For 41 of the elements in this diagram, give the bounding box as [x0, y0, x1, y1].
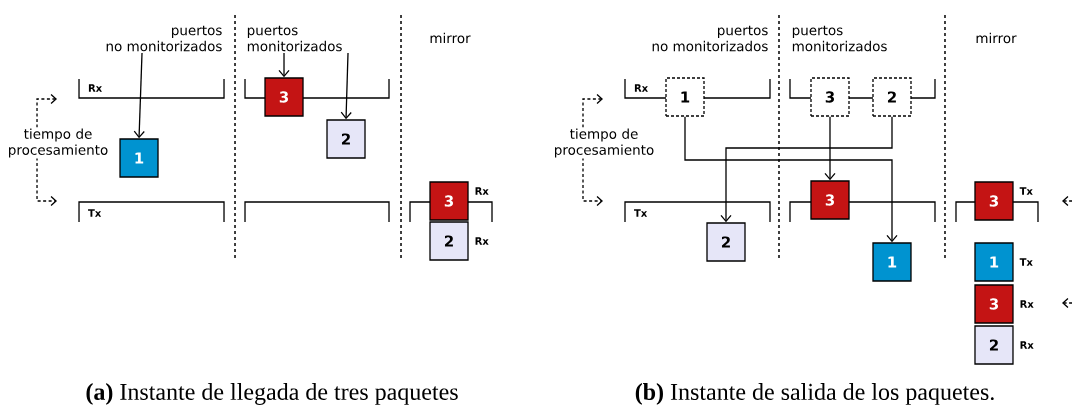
port-label: Tx: [1019, 258, 1033, 266]
caption: (a) Instante de llegada de tres paquetes: [86, 383, 458, 405]
packet-box: 3: [810, 180, 850, 220]
packet-box: 3: [429, 181, 469, 221]
packet-box: 2: [974, 325, 1014, 365]
section-label: puertos monitorizados: [247, 25, 342, 52]
packet-box: 2: [706, 222, 746, 262]
section-label: mirror: [976, 32, 1017, 44]
arrow: [684, 116, 898, 243]
port-label: Rx: [475, 237, 489, 245]
port-label: Rx: [475, 187, 489, 195]
port-label: Rx: [1020, 300, 1034, 308]
packet-box: 3: [264, 77, 304, 117]
packet-box: 1: [872, 242, 912, 282]
port-label: Tx: [88, 209, 102, 217]
arrow: [824, 116, 836, 181]
section-label: mirror: [430, 32, 471, 44]
packet-box: 1: [974, 242, 1014, 282]
arrow: [720, 116, 893, 223]
arrow: [133, 52, 145, 139]
packet-box: 2: [326, 119, 366, 159]
section-label: puertos no monitorizados: [106, 25, 222, 52]
packet-box: 1: [119, 138, 159, 178]
port-label: Rx: [1020, 341, 1034, 349]
packet-box: 2: [872, 77, 912, 117]
axis-label: tiempo de procesamiento: [547, 127, 661, 159]
axis-label: tiempo de procesamiento: [1, 127, 115, 159]
port-label: Tx: [634, 209, 648, 217]
packet-box: 1: [665, 77, 705, 117]
packet-box: 3: [974, 284, 1014, 324]
port-label: Rx: [88, 84, 102, 92]
port-label: Rx: [634, 84, 648, 92]
port-label: Tx: [1019, 187, 1033, 195]
section-label: puertos no monitorizados: [652, 25, 768, 52]
packet-box: 3: [974, 181, 1014, 221]
arrow: [278, 52, 290, 78]
packet-box: 3: [810, 77, 850, 117]
arrow: [340, 52, 352, 120]
section-label: puertos monitorizados: [792, 25, 887, 52]
packet-box: 2: [429, 221, 469, 261]
caption: (b) Instante de salida de los paquetes.: [635, 383, 994, 405]
